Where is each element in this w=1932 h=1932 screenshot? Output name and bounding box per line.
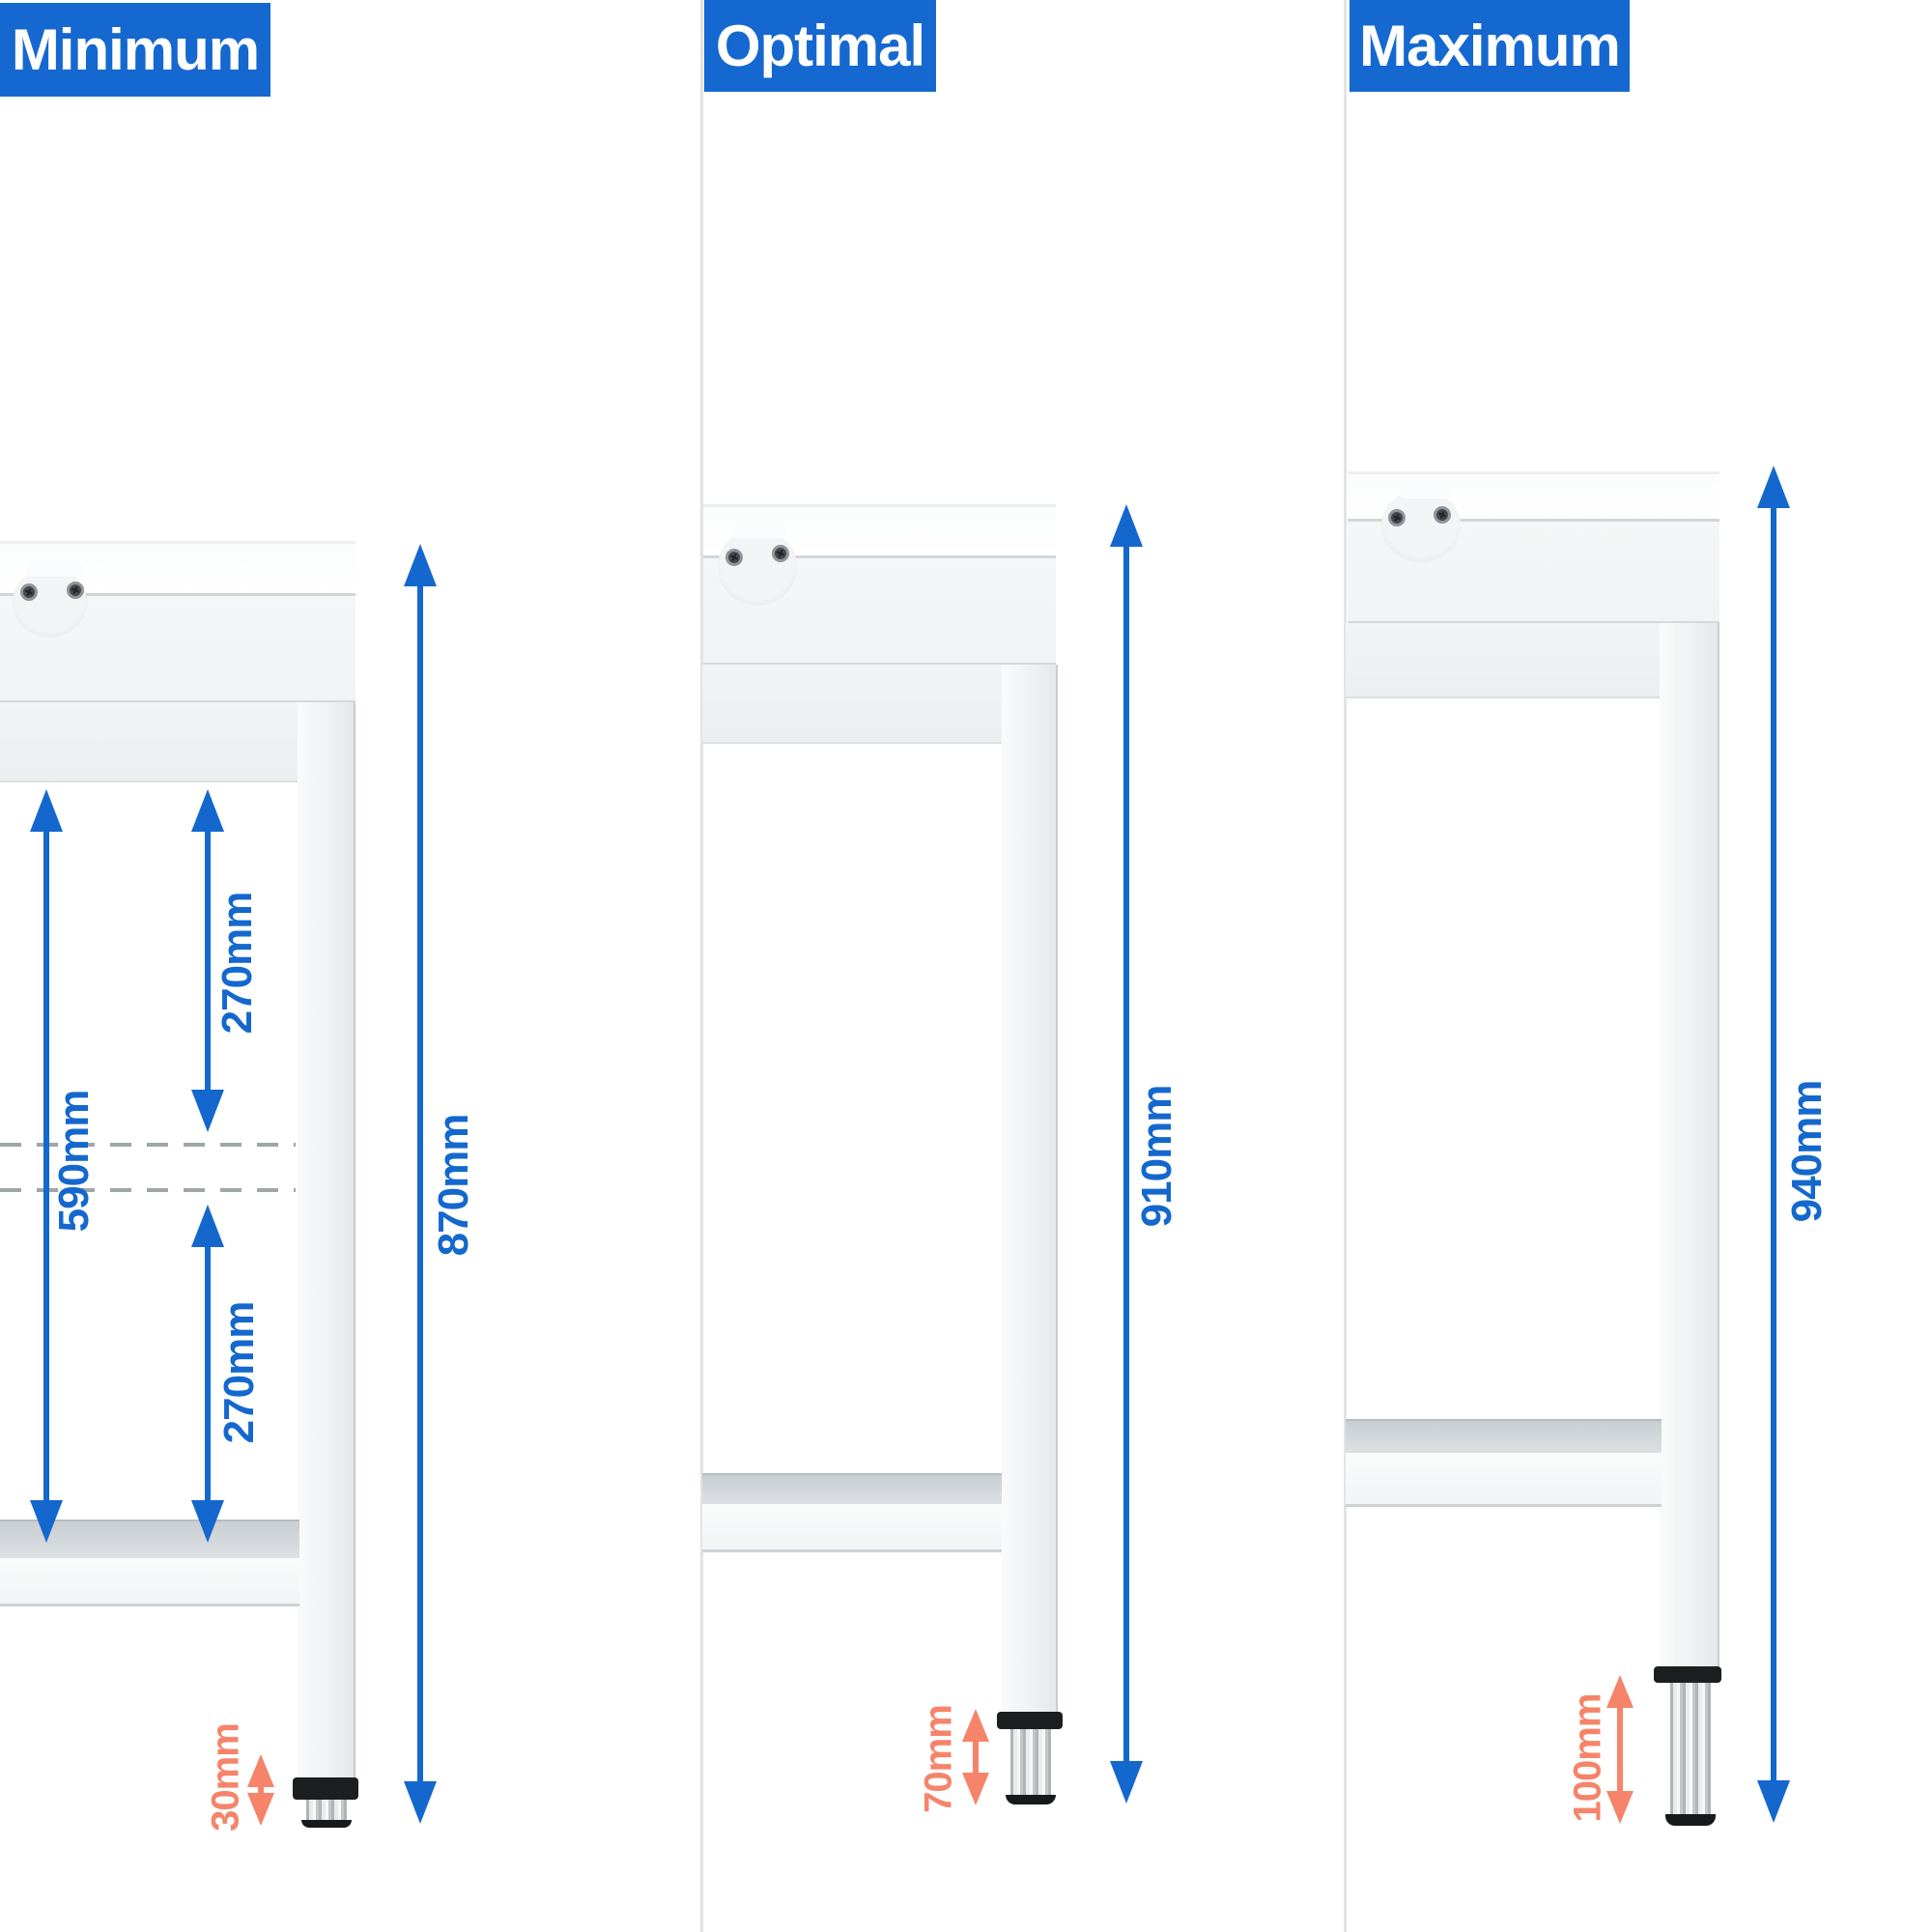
arrow-line [973, 1730, 979, 1784]
arrow-down-icon [191, 1500, 224, 1543]
table-leg [1660, 623, 1719, 1666]
screw-icon [1388, 509, 1406, 526]
screw-icon [725, 549, 743, 566]
arrow-line [1617, 1696, 1623, 1803]
screw-icon [67, 582, 84, 599]
dim-label-total-height: 940mm [1783, 1080, 1831, 1223]
dim-arrow-shelf-clearance [29, 789, 64, 1543]
mounting-bracket-tab [731, 525, 787, 538]
foot-adjust-arrow [243, 1754, 278, 1826]
dim-label-total-height: 910mm [1133, 1085, 1180, 1228]
foot-base [1006, 1795, 1056, 1804]
arrow-line [417, 571, 423, 1797]
arrow-line [205, 816, 211, 1105]
arrow-down-icon [1110, 1761, 1143, 1804]
arrow-line [258, 1776, 264, 1804]
dim-arrow-total-height [1756, 466, 1791, 1823]
mounting-bracket-tab [26, 563, 84, 577]
adjustable-foot [1010, 1729, 1051, 1795]
screw-icon [1434, 506, 1451, 524]
screw-icon [772, 545, 789, 562]
foot-adjust-label: 100mm [1566, 1693, 1609, 1823]
header-badge-minimum: Minimum [0, 3, 270, 97]
foot-adjust-label: 70mm [917, 1705, 960, 1813]
mounting-bracket-tab [1399, 486, 1451, 498]
arrow-down-icon [404, 1781, 437, 1824]
under-shelf-rail [1346, 1453, 1662, 1507]
adjustable-foot [306, 1800, 347, 1820]
dim-label-shelf-clearance: 590mm [50, 1090, 98, 1233]
dim-arrow-top-to-center [190, 789, 225, 1132]
column-divider-left [700, 0, 703, 1932]
dim-arrow-total-height [403, 544, 438, 1824]
header-label: Optimal [715, 14, 925, 78]
arrow-line [205, 1232, 211, 1516]
dim-arrow-center-to-shelf [190, 1205, 225, 1543]
dim-label-total-height: 870mm [430, 1114, 477, 1257]
upper-rail [0, 702, 299, 782]
column-divider-right [1344, 0, 1347, 1932]
arrow-down-icon [1757, 1780, 1790, 1823]
foot-adjust-label: 30mm [204, 1723, 247, 1832]
foot-cap [293, 1777, 358, 1800]
table-leg [298, 702, 355, 1777]
header-label: Maximum [1359, 14, 1621, 78]
under-shelf [1346, 1419, 1662, 1453]
header-badge-optimal: Optimal [704, 0, 936, 92]
arrow-down-icon [247, 1793, 274, 1826]
arrow-line [43, 816, 49, 1516]
table-leg [1002, 665, 1058, 1712]
mounting-bracket [718, 528, 797, 606]
dashed-centerline-lower [0, 1188, 296, 1192]
under-shelf-rail [0, 1558, 299, 1606]
upper-rail [702, 665, 1002, 744]
arrow-down-icon [30, 1500, 63, 1543]
foot-cap [997, 1712, 1063, 1729]
arrow-line [1123, 531, 1129, 1776]
dashed-centerline-upper [0, 1143, 296, 1147]
foot-base [1665, 1814, 1716, 1826]
arrow-down-icon [1606, 1791, 1634, 1824]
under-shelf [702, 1473, 1002, 1504]
arrow-down-icon [191, 1090, 224, 1132]
header-badge-maximum: Maximum [1350, 0, 1630, 92]
dim-arrow-total-height [1109, 504, 1144, 1804]
upper-rail [1346, 623, 1662, 698]
foot-adjust-arrow [958, 1709, 993, 1805]
dim-label-top-to-center: 270mm [213, 892, 261, 1035]
mounting-bracket [13, 568, 87, 638]
foot-base [301, 1820, 352, 1828]
foot-cap [1654, 1666, 1721, 1683]
header-label: Minimum [11, 17, 260, 82]
arrow-down-icon [962, 1773, 989, 1805]
under-shelf-rail [702, 1504, 1002, 1552]
arrow-line [1771, 493, 1776, 1796]
dim-label-center-to-shelf: 270mm [215, 1301, 263, 1444]
foot-adjust-arrow [1603, 1675, 1637, 1824]
adjustable-foot [1670, 1683, 1711, 1814]
screw-icon [20, 583, 38, 601]
